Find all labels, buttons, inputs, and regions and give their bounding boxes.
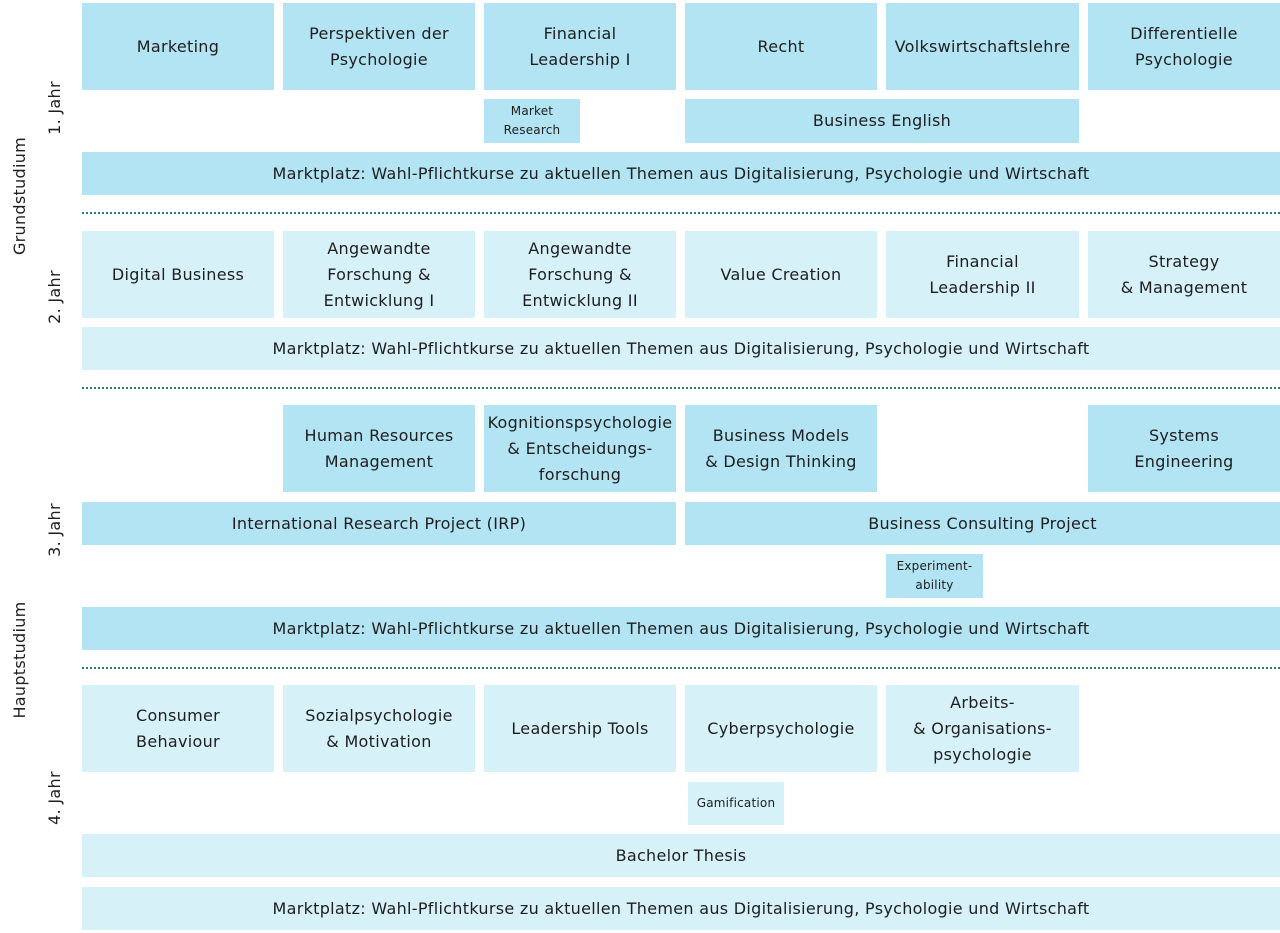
course-business-english[interactable]: Business English: [685, 99, 1079, 143]
course-angewandte-forschung-1[interactable]: Angewandte Forschung & Entwicklung I: [283, 231, 475, 318]
marktplatz-year-1[interactable]: Marktplatz: Wahl-Pflichtkurse zu aktuell…: [82, 152, 1280, 195]
course-arbeits-organisationspsychologie[interactable]: Arbeits- & Organisations- psychologie: [886, 685, 1079, 772]
course-market-research[interactable]: Market Research: [484, 99, 580, 143]
course-bachelor-thesis[interactable]: Bachelor Thesis: [82, 834, 1280, 877]
course-financial-leadership-1[interactable]: Financial Leadership I: [484, 3, 676, 90]
year-label-4: 4. Jahr: [45, 771, 64, 825]
course-sozialpsychologie-motivation[interactable]: Sozialpsychologie & Motivation: [283, 685, 475, 772]
course-kognitionspsychologie[interactable]: Kognitionspsychologie & Entscheidungs- f…: [484, 405, 676, 492]
marktplatz-year-4[interactable]: Marktplatz: Wahl-Pflichtkurse zu aktuell…: [82, 887, 1280, 930]
course-business-models-design-thinking[interactable]: Business Models & Design Thinking: [685, 405, 877, 492]
marktplatz-year-3[interactable]: Marktplatz: Wahl-Pflichtkurse zu aktuell…: [82, 607, 1280, 650]
course-marketing[interactable]: Marketing: [82, 3, 274, 90]
course-international-research-project[interactable]: International Research Project (IRP): [82, 502, 676, 545]
course-financial-leadership-2[interactable]: Financial Leadership II: [886, 231, 1079, 318]
course-cyberpsychologie[interactable]: Cyberpsychologie: [685, 685, 877, 772]
year-label-2: 2. Jahr: [45, 270, 64, 324]
divider-year-1-2: [82, 212, 1280, 214]
course-digital-business[interactable]: Digital Business: [82, 231, 274, 318]
course-systems-engineering[interactable]: Systems Engineering: [1088, 405, 1280, 492]
section-label-hauptstudium: Hauptstudium: [10, 601, 29, 719]
course-recht[interactable]: Recht: [685, 3, 877, 90]
year-label-3: 3. Jahr: [45, 503, 64, 557]
course-angewandte-forschung-2[interactable]: Angewandte Forschung & Entwicklung II: [484, 231, 676, 318]
course-experimentability[interactable]: Experiment- ability: [886, 554, 983, 598]
course-differentielle-psychologie[interactable]: Differentielle Psychologie: [1088, 3, 1280, 90]
course-consumer-behaviour[interactable]: Consumer Behaviour: [82, 685, 274, 772]
section-label-grundstudium: Grundstudium: [10, 136, 29, 256]
course-business-consulting-project[interactable]: Business Consulting Project: [685, 502, 1280, 545]
divider-year-2-3: [82, 387, 1280, 389]
year-label-1: 1. Jahr: [45, 81, 64, 135]
course-human-resources-management[interactable]: Human Resources Management: [283, 405, 475, 492]
marktplatz-year-2[interactable]: Marktplatz: Wahl-Pflichtkurse zu aktuell…: [82, 327, 1280, 370]
course-value-creation[interactable]: Value Creation: [685, 231, 877, 318]
course-volkswirtschaftslehre[interactable]: Volkswirtschaftslehre: [886, 3, 1079, 90]
course-leadership-tools[interactable]: Leadership Tools: [484, 685, 676, 772]
course-perspektiven-der-psychologie[interactable]: Perspektiven der Psychologie: [283, 3, 475, 90]
course-gamification[interactable]: Gamification: [688, 782, 784, 825]
course-strategy-management[interactable]: Strategy & Management: [1088, 231, 1280, 318]
divider-year-3-4: [82, 667, 1280, 669]
